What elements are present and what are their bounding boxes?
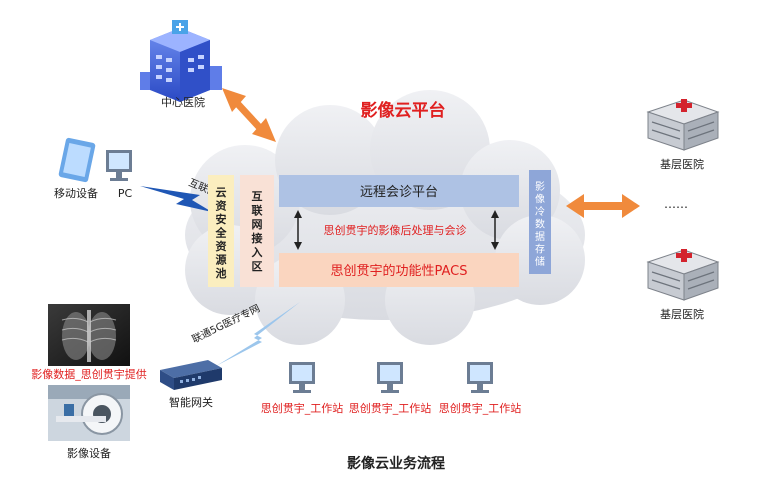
functional-pacs-label: 思创贯宇的功能性PACS <box>330 263 467 279</box>
mobile-device-label: 移动设备 <box>54 186 98 200</box>
workstation-icon <box>467 362 493 393</box>
center-hospital-label: 中心医院 <box>161 95 205 109</box>
internet-access-zone-box <box>240 175 274 287</box>
imaging-device-label: 影像设备 <box>67 446 111 460</box>
smart-gateway-icon <box>160 360 222 390</box>
bidirectional-arrow-left <box>294 210 302 250</box>
workstation-label: 思创贯宇_工作站 <box>349 401 432 415</box>
network-5g-lightning-icon <box>216 302 300 366</box>
footer-title: 影像云业务流程 <box>347 455 445 472</box>
remote-consult-label: 远程会诊平台 <box>360 185 438 200</box>
internet-lightning-icon <box>140 186 212 212</box>
post-processing-label: 思创贯宇的影像后处理与会诊 <box>324 223 467 237</box>
primary-hospital-top-label: 基层医院 <box>660 157 704 171</box>
functional-pacs-box <box>279 253 519 287</box>
internet-access-zone-label: 互联网接入区 <box>252 190 263 273</box>
hospital-cloud-arrow <box>222 88 276 142</box>
hospital-building-icon <box>140 20 222 102</box>
xray-image <box>48 304 130 366</box>
workstation-label: 思创贯宇_工作站 <box>261 401 344 415</box>
remote-consult-box <box>279 175 519 207</box>
cloud-security-pool-box <box>208 175 234 287</box>
cloud-security-pool-label: 云资安全资源池 <box>215 186 228 280</box>
primary-hospital-bottom-icon <box>646 249 720 301</box>
cold-storage-label: 影像冷数据存储 <box>535 181 545 268</box>
primary-hospital-bottom-label: 基层医院 <box>660 307 704 321</box>
cloud-primary-arrow <box>566 194 640 218</box>
mobile-device-icon <box>58 137 96 183</box>
workstations-group: 思创贯宇_工作站思创贯宇_工作站思创贯宇_工作站 <box>261 362 522 415</box>
pc-label: PC <box>118 187 133 200</box>
workstation-icon <box>289 362 315 393</box>
pc-icon <box>106 150 132 181</box>
workstation-icon <box>377 362 403 393</box>
workstation-label: 思创贯宇_工作站 <box>439 401 522 415</box>
smart-gateway-label: 智能网关 <box>169 395 213 409</box>
primary-hospital-top-icon <box>646 99 720 151</box>
platform-title: 影像云平台 <box>361 100 446 121</box>
ellipsis-label: …… <box>664 197 688 211</box>
bidirectional-arrow-right <box>491 210 499 250</box>
imaging-device-image <box>48 385 130 441</box>
imaging-data-label: 影像数据_思创贯宇提供 <box>31 367 147 381</box>
cold-storage-box <box>529 170 551 274</box>
